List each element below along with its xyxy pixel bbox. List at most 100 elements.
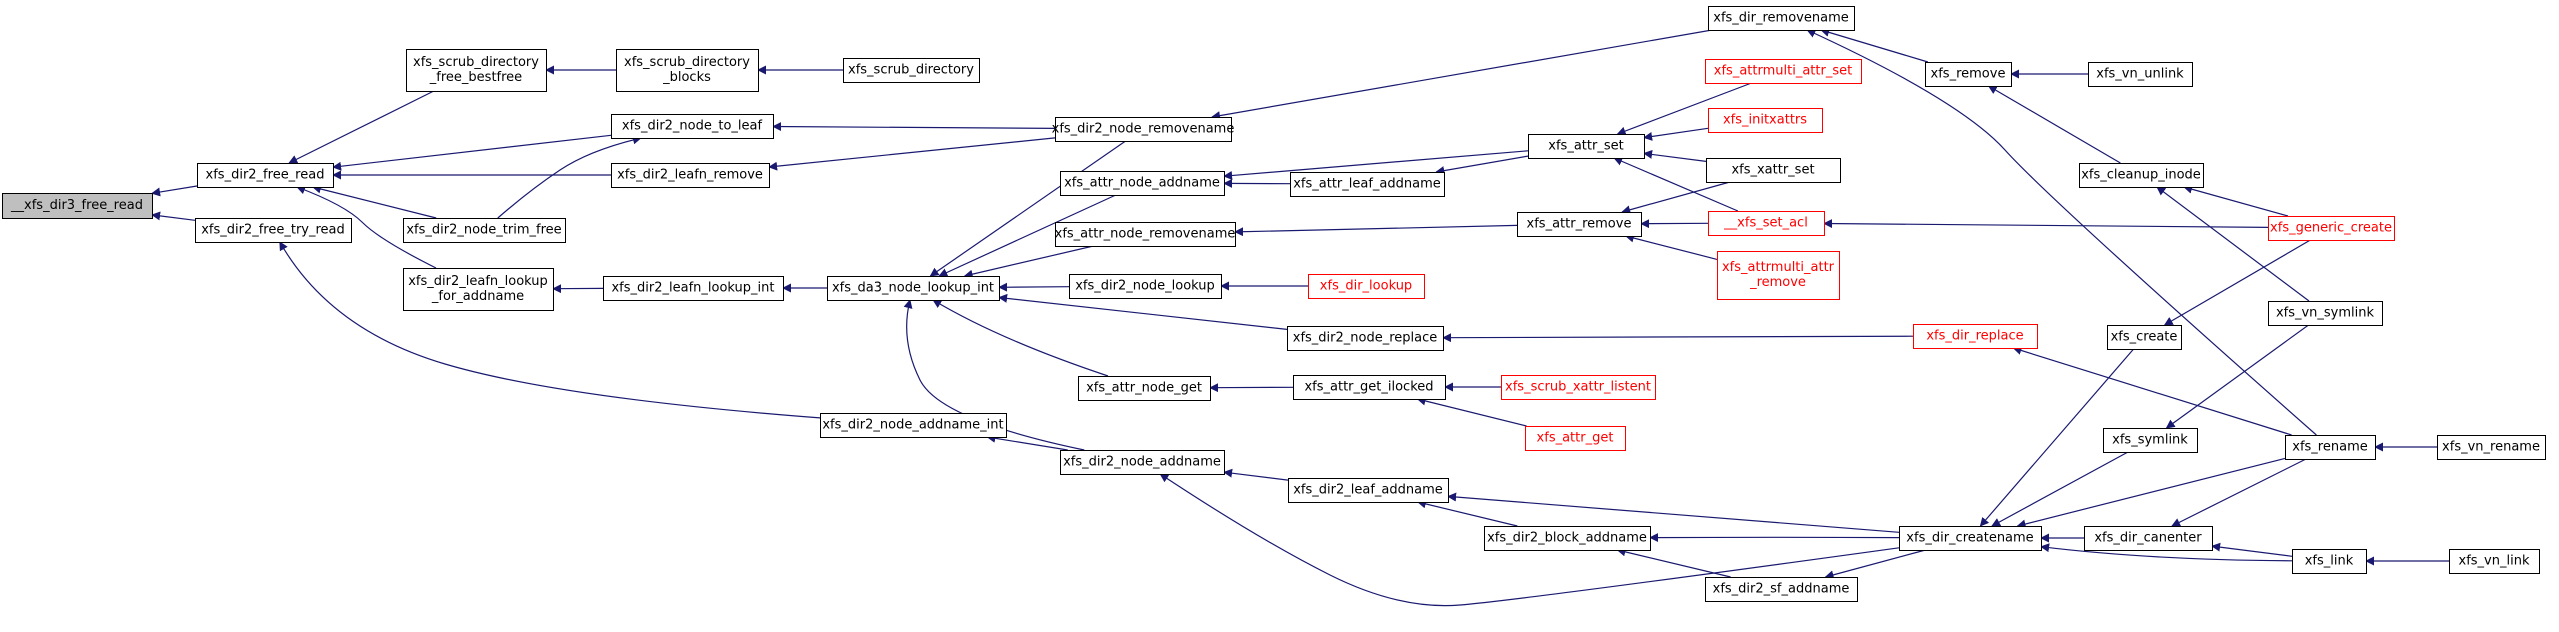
- node-xfs-da3-node-lookup-int[interactable]: xfs_da3_node_lookup_int: [827, 276, 1000, 301]
- node-xfs-attr-remove[interactable]: xfs_attr_remove: [1517, 212, 1642, 237]
- node-box: [1913, 324, 2038, 349]
- node-label: xfs_attr_leaf_addname: [1293, 177, 1441, 192]
- node-xfs-dir-lookup[interactable]: xfs_dir_lookup: [1308, 274, 1425, 299]
- node-xfs-vn-rename[interactable]: xfs_vn_rename: [2437, 435, 2546, 460]
- node-xfs-dir2-block-addname[interactable]: xfs_dir2_block_addname: [1484, 526, 1651, 551]
- node-xfs-dir3-free-read[interactable]: __xfs_dir3_free_read: [2, 193, 153, 219]
- node-box: [2268, 301, 2383, 326]
- node-xfs-dir2-node-lookup[interactable]: xfs_dir2_node_lookup: [1069, 274, 1222, 299]
- node-xfs-initxattrs[interactable]: xfs_initxattrs: [1708, 108, 1823, 133]
- node-xfs-attr-node-addname[interactable]: xfs_attr_node_addname: [1060, 171, 1225, 196]
- node-label: xfs_attr_get: [1537, 431, 1614, 446]
- node-xfs-vn-symlink[interactable]: xfs_vn_symlink: [2268, 301, 2383, 326]
- node-xfs-dir2-leaf-addname[interactable]: xfs_dir2_leaf_addname: [1288, 478, 1449, 503]
- node-box: [1705, 577, 1858, 602]
- node-box: [2285, 435, 2376, 460]
- node-xfs-dir2-sf-addname[interactable]: xfs_dir2_sf_addname: [1705, 577, 1858, 602]
- edge-n3-to-n1: [288, 90, 435, 164]
- edge-n2-to-n0: [151, 211, 196, 221]
- node-label: xfs_scrub_directory: [413, 55, 539, 70]
- node-label: xfs_dir2_leaf_addname: [1293, 483, 1443, 498]
- edge-n14-to-n15: [963, 245, 1094, 279]
- node-label: xfs_scrub_directory: [848, 63, 974, 78]
- node-xfs-link[interactable]: xfs_link: [2292, 549, 2367, 574]
- node-xfs-attrmulti-attr-remove[interactable]: xfs_attrmulti_attr_remove: [1717, 251, 1840, 300]
- node-label: xfs_da3_node_lookup_int: [832, 281, 994, 296]
- node-xfs-dir2-leafn-lookup-int[interactable]: xfs_dir2_leafn_lookup_int: [603, 276, 784, 301]
- node-box: [1708, 6, 1855, 31]
- edge-n44-to-n40: [2163, 239, 2311, 326]
- node-xfs-attr-node-removename[interactable]: xfs_attr_node_removename: [1055, 222, 1236, 247]
- node-label: xfs_dir2_leafn_lookup_int: [611, 281, 774, 296]
- node-xfs-attr-set[interactable]: xfs_attr_set: [1528, 134, 1645, 159]
- node-xfs-scrub-directory-free-bestfree[interactable]: xfs_scrub_directory_free_bestfree: [406, 49, 547, 92]
- node-xfs-dir2-leafn-remove[interactable]: xfs_dir2_leafn_remove: [611, 163, 770, 188]
- node-xfs-generic-create[interactable]: xfs_generic_create: [2268, 216, 2395, 241]
- node-xfs-dir2-node-addname-int[interactable]: xfs_dir2_node_addname_int: [820, 413, 1007, 438]
- node-xfs-remove[interactable]: xfs_remove: [1925, 62, 2012, 87]
- node-xfs-dir2-node-addname[interactable]: xfs_dir2_node_addname: [1060, 450, 1225, 475]
- node-xfs-scrub-directory-blocks[interactable]: xfs_scrub_directory_blocks: [616, 49, 759, 92]
- edge-n31-to-n14: [1234, 224, 1518, 237]
- node-xfs-scrub-xattr-listent[interactable]: xfs_scrub_xattr_listent: [1501, 375, 1656, 400]
- edge-n29-to-n28: [1643, 127, 1709, 141]
- node-box: [1517, 212, 1642, 237]
- node-xfs-create[interactable]: xfs_create: [2107, 325, 2182, 350]
- node-label: xfs_scrub_xattr_listent: [1505, 380, 1651, 395]
- node-label: xfs_dir_replace: [1926, 329, 2023, 344]
- node-box: [603, 276, 784, 301]
- node-label: _remove: [1749, 275, 1806, 290]
- node-xfs-attr-get[interactable]: xfs_attr_get: [1525, 426, 1626, 451]
- node-xfs-dir2-node-trim-free[interactable]: xfs_dir2_node_trim_free: [403, 218, 566, 243]
- node-box: [1717, 251, 1840, 300]
- node-xfs-vn-unlink[interactable]: xfs_vn_unlink: [2088, 62, 2193, 87]
- node-xfs-attr-node-get[interactable]: xfs_attr_node_get: [1078, 376, 1211, 401]
- node-label: xfs_dir_createname: [1906, 531, 2033, 546]
- node-box: [1899, 526, 2042, 551]
- edge-n44-to-n39: [2183, 184, 2289, 217]
- node-xfs-dir2-node-removename[interactable]: xfs_dir2_node_removename: [1052, 117, 1235, 142]
- node-xfs-cleanup-inode[interactable]: xfs_cleanup_inode: [2079, 163, 2204, 188]
- node-xfs-dir2-free-try-read[interactable]: xfs_dir2_free_try_read: [195, 218, 352, 243]
- node-xfs-dir-replace[interactable]: xfs_dir_replace: [1913, 324, 2038, 349]
- node-box: [1055, 117, 1232, 142]
- node-box: [1288, 478, 1449, 503]
- edge-n18-to-n15: [932, 299, 1109, 377]
- node-label: xfs_rename: [2292, 440, 2367, 455]
- edge-n44-to-n32: [1823, 219, 2269, 229]
- node-label: xfs_create: [2111, 330, 2178, 345]
- node-label: xfs_dir2_node_addname: [1063, 455, 1221, 470]
- node-box: [1528, 134, 1645, 159]
- edge-n27-to-n28: [1616, 82, 1752, 136]
- node-label: xfs_cleanup_inode: [2081, 168, 2201, 183]
- edge-n17-to-n15: [998, 293, 1288, 330]
- node-xfs-dir2-node-to-leaf[interactable]: xfs_dir2_node_to_leaf: [611, 114, 774, 139]
- node-box: [2292, 549, 2367, 574]
- node-xfs-dir2-node-replace[interactable]: xfs_dir2_node_replace: [1287, 326, 1444, 351]
- node-box: [406, 49, 547, 92]
- edge-n25-to-n24: [1616, 547, 1731, 578]
- node-xfs-rename[interactable]: xfs_rename: [2285, 435, 2376, 460]
- node-xfs-dir-createname[interactable]: xfs_dir_createname: [1899, 526, 2042, 551]
- node-xfs-attrmulti-attr-set[interactable]: xfs_attrmulti_attr_set: [1705, 59, 1862, 84]
- edge-n19-to-n10: [986, 433, 1068, 451]
- node-box: [1290, 172, 1445, 197]
- node-xfs-attr-leaf-addname[interactable]: xfs_attr_leaf_addname: [1290, 172, 1445, 197]
- node-label: xfs_attr_node_get: [1086, 381, 1202, 396]
- edge-n1-to-n0: [151, 185, 198, 197]
- node-xfs-dir-removename[interactable]: xfs_dir_removename: [1708, 6, 1855, 31]
- node-xfs-dir-canenter[interactable]: xfs_dir_canenter: [2084, 526, 2213, 551]
- node-xfs-set-acl[interactable]: __xfs_set_acl: [1708, 211, 1825, 236]
- node-box: [611, 163, 770, 188]
- node-xfs-vn-link[interactable]: xfs_vn_link: [2449, 549, 2540, 574]
- node-label: xfs_dir2_free_try_read: [201, 223, 345, 238]
- node-xfs-scrub-directory[interactable]: xfs_scrub_directory: [843, 58, 980, 83]
- node-label: xfs_dir2_node_addname_int: [822, 418, 1003, 433]
- node-xfs-attr-get-ilocked[interactable]: xfs_attr_get_ilocked: [1293, 375, 1446, 400]
- edge-n33-to-n31: [1624, 233, 1718, 260]
- node-label: xfs_dir_lookup: [1320, 279, 1412, 294]
- node-xfs-symlink[interactable]: xfs_symlink: [2103, 428, 2198, 453]
- node-xfs-dir2-leafn-lookup-for-addname[interactable]: xfs_dir2_leafn_lookup_for_addname: [403, 268, 554, 311]
- node-xfs-xattr-set[interactable]: xfs_xattr_set: [1706, 158, 1841, 183]
- node-xfs-dir2-free-read[interactable]: xfs_dir2_free_read: [197, 163, 334, 188]
